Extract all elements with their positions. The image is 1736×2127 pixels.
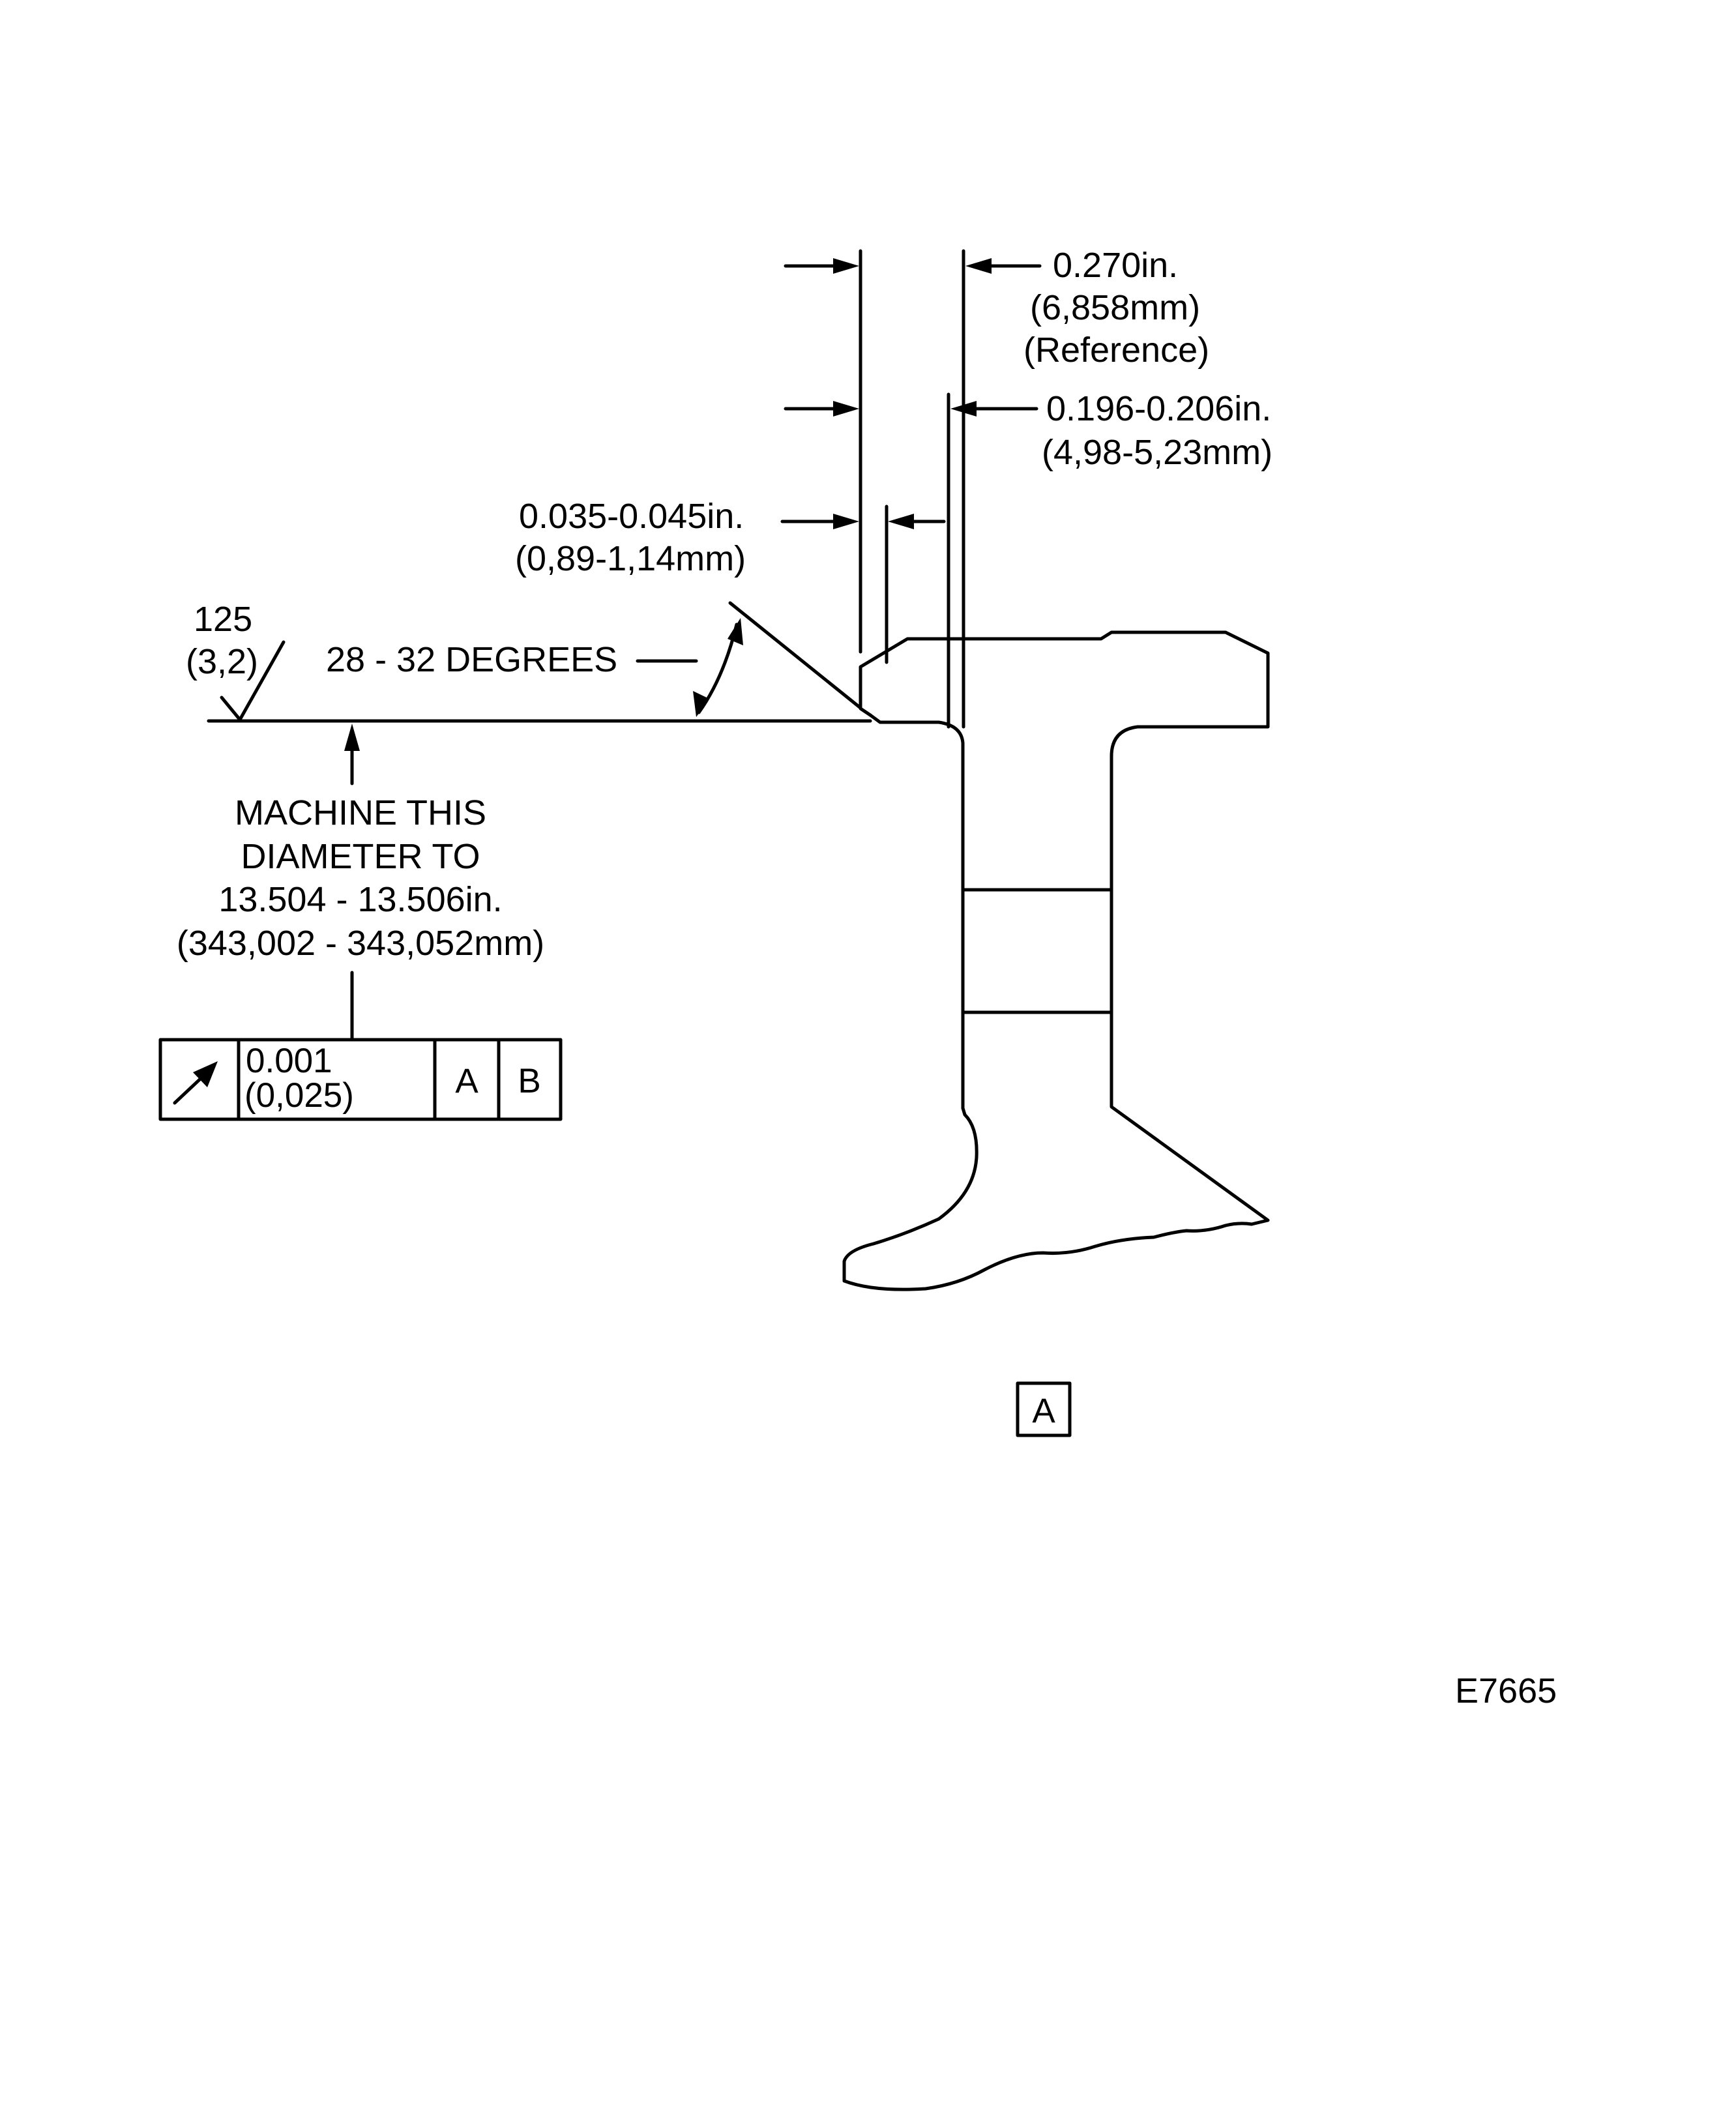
dim-arrows-chamfer [780,514,946,529]
tolerance-value-in: 0.001 [246,1042,332,1080]
datum-ref-b: B [518,1062,540,1100]
figure-id: E7665 [1455,1671,1557,1710]
machine-note-line1: MACHINE THIS [235,793,486,832]
surface-finish-metric: (3,2) [186,642,258,681]
reference-dim-in: 0.270in. [1053,246,1178,285]
surface-finish-symbol [220,640,286,722]
dim-arrows-reference [784,258,1042,274]
annotation-text: 0.270in. (6,858mm) (Reference) 0.196-0.2… [177,246,1557,1710]
angle-label: 28 - 32 DEGREES [326,640,617,679]
machine-note-line4: (343,002 - 343,052mm) [177,924,544,963]
tolerance-value-mm: (0,025) [244,1076,354,1115]
surface-finish-value: 125 [194,600,252,639]
reference-dim-mm: (6,858mm) [1030,288,1200,327]
width-dim-mm: (4,98-5,23mm) [1042,433,1273,472]
width-dim-in: 0.196-0.206in. [1046,389,1271,428]
angle-arc-dimension [693,618,743,717]
chamfer-dim-in: 0.035-0.045in. [519,497,744,536]
machine-note-line2: DIAMETER TO [241,837,480,876]
machine-note-line3: 13.504 - 13.506in. [218,880,502,919]
datum-ref-a: A [455,1062,478,1100]
web-left-break [842,1077,1270,1291]
chamfer-dim-mm: (0,89-1,14mm) [515,539,746,578]
reference-note: (Reference) [1023,330,1209,370]
angle-extension-line [728,601,862,710]
runout-arrow-icon [173,1061,218,1105]
machine-note-leader [344,724,360,785]
flange-outline [859,630,1270,1081]
feature-control-frame [158,1038,563,1121]
datum-a-box [1016,1381,1072,1437]
chamfer-edge [868,713,965,1110]
part-profile [842,630,1270,1291]
dim-arrows-width [784,401,1038,417]
datum-a-label: A [1032,1392,1055,1430]
